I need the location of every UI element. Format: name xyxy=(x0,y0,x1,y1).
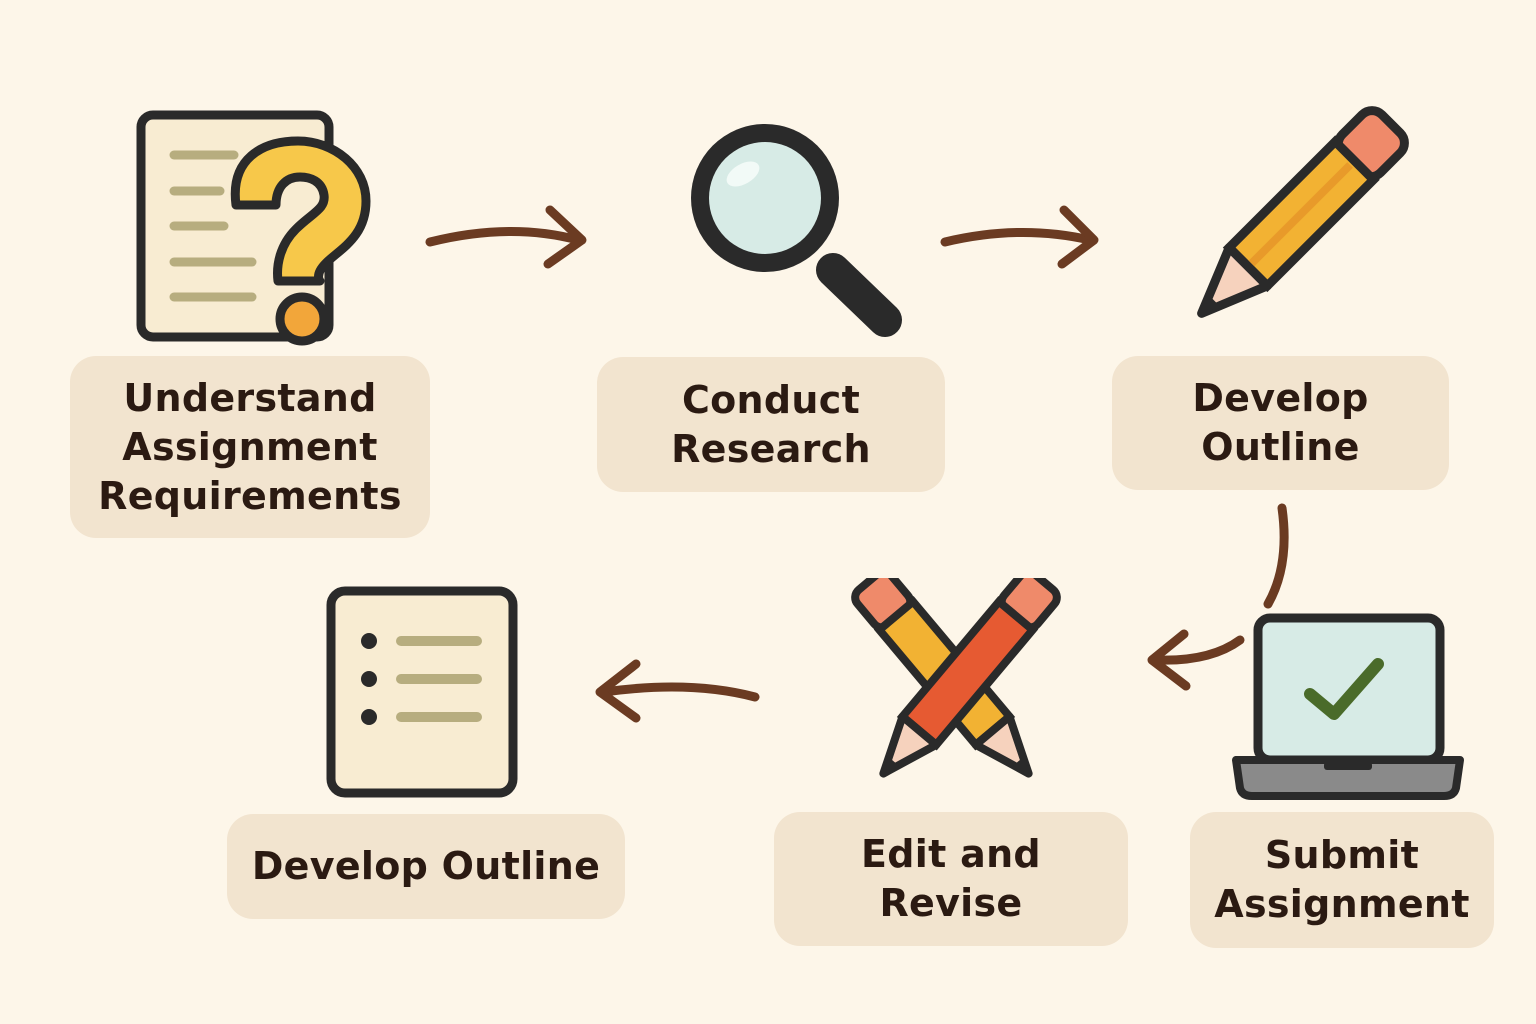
label-line: Conduct xyxy=(681,377,861,422)
label-line: Edit and xyxy=(861,832,1041,876)
document-question-icon xyxy=(136,110,371,346)
step-label-submit-assignment: Submit Assignment xyxy=(1190,812,1494,948)
step-label-edit-revise: Edit and Revise xyxy=(774,812,1128,946)
label-line: Research xyxy=(671,426,871,471)
arrow-step5-to-step6 xyxy=(595,659,760,723)
crossed-pencils-icon xyxy=(851,578,1061,778)
arrow-step2-to-step3 xyxy=(940,205,1099,269)
arrow-step4-to-step5 xyxy=(1147,629,1245,691)
step-label-develop-outline: Develop Outline xyxy=(1112,356,1449,490)
label-line: Revise xyxy=(879,881,1023,925)
arrow-step1-to-step2 xyxy=(425,205,587,269)
label-line: Submit xyxy=(1264,833,1420,877)
label-line: Develop Outline xyxy=(251,844,601,888)
label-line: Assignment xyxy=(122,424,378,469)
step-label-understand-assignment: Understand Assignment Requirements xyxy=(70,356,430,538)
label-line: Outline xyxy=(1201,425,1360,469)
magnifying-glass-icon xyxy=(691,124,902,337)
step-label-conduct-research: Conduct Research xyxy=(597,357,945,492)
checklist-icon xyxy=(326,586,518,798)
label-line: Requirements xyxy=(98,473,402,518)
arrow-step3-to-step4 xyxy=(1263,503,1289,609)
label-line: Develop xyxy=(1192,376,1369,420)
laptop-checkmark-icon xyxy=(1232,613,1464,800)
pencil-icon xyxy=(1197,106,1409,318)
step-label-develop-outline-final: Develop Outline xyxy=(227,814,625,919)
label-line: Assignment xyxy=(1214,882,1470,926)
label-line: Understand xyxy=(123,375,377,420)
